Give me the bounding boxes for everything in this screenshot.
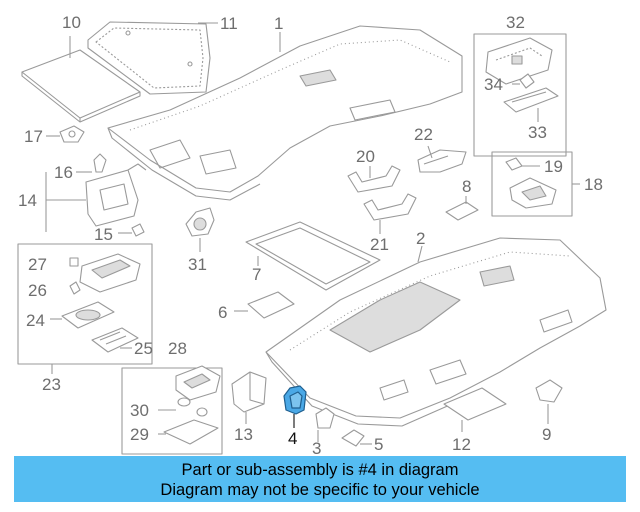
part-12-panel <box>443 387 507 421</box>
part-19-bulb <box>505 157 523 171</box>
part-25-switch <box>91 327 139 353</box>
part-32-console <box>485 37 553 85</box>
part-14-sun-visor <box>85 163 147 227</box>
callout-20: 20 <box>356 147 375 166</box>
callout-14: 14 <box>18 191 37 210</box>
callout-23: 23 <box>42 375 61 394</box>
callout-7: 7 <box>252 265 261 284</box>
part-3-clip <box>315 407 335 429</box>
callout-1: 1 <box>274 14 283 33</box>
callout-24: 24 <box>26 311 45 330</box>
banner-line-2: Diagram may not be specific to your vehi… <box>160 481 480 499</box>
part-5-clip <box>341 429 365 447</box>
part-6-pad <box>247 291 295 319</box>
leader-22 <box>427 145 433 159</box>
callout-29: 29 <box>130 425 149 444</box>
callout-30: 30 <box>130 401 149 420</box>
callout-15: 15 <box>94 225 113 244</box>
info-banner: Part or sub-assembly is #4 in diagram Di… <box>14 456 626 502</box>
callout-2: 2 <box>416 229 425 248</box>
banner-line-1: Part or sub-assembly is #4 in diagram <box>181 461 459 479</box>
part-16-clip <box>93 153 107 173</box>
callout-22: 22 <box>414 125 433 144</box>
part-4-highlighted-bracket[interactable] <box>283 385 307 415</box>
part-26-clip <box>69 281 81 295</box>
callout-13: 13 <box>234 425 253 444</box>
part-17-clip <box>59 125 85 143</box>
callout-27: 27 <box>28 255 47 274</box>
part-28-lamp <box>175 365 221 401</box>
callout-32: 32 <box>506 13 525 32</box>
callout-33: 33 <box>528 123 547 142</box>
part-33-cover <box>503 87 559 113</box>
callout-19: 19 <box>544 157 563 176</box>
part-11-panel <box>87 21 211 95</box>
part-29-lens <box>163 419 219 445</box>
part-15-hook <box>131 223 145 237</box>
group-box-28 <box>121 367 223 455</box>
group-box-32 <box>473 33 567 157</box>
part-9-bracket <box>535 379 563 403</box>
part-18-lamp <box>509 177 557 209</box>
part-10-panel <box>21 49 141 123</box>
part-13-bracket <box>231 371 267 413</box>
callout-21: 21 <box>370 235 389 254</box>
part-30-bulb <box>177 397 208 417</box>
callout-9: 9 <box>542 425 551 444</box>
leader-14 <box>45 172 86 232</box>
part-20-handle <box>347 165 401 193</box>
callout-11: 11 <box>220 14 238 33</box>
callout-4[interactable]: 4 <box>288 429 297 448</box>
part-22-bracket <box>417 149 467 173</box>
callout-31: 31 <box>188 255 207 274</box>
leader-2 <box>417 245 423 263</box>
callout-34: 34 <box>484 75 503 94</box>
part-34-clip <box>519 73 535 89</box>
group-box-23 <box>17 243 153 365</box>
part-24-bezel <box>61 301 115 329</box>
part-2-headliner <box>265 237 607 427</box>
part-7-frame <box>245 221 381 291</box>
callout-18: 18 <box>584 175 603 194</box>
part-1-headliner <box>107 25 463 201</box>
part-27-clip <box>69 257 79 267</box>
part-31-lamp <box>185 207 215 237</box>
callout-5: 5 <box>374 435 383 454</box>
callout-28: 28 <box>168 339 187 358</box>
callout-12: 12 <box>452 435 471 454</box>
parts-diagram: 10 11 1 32 34 33 17 22 16 20 19 18 8 14 … <box>17 13 607 455</box>
callout-16: 16 <box>54 163 73 182</box>
part-21-handle <box>363 193 417 221</box>
callout-10: 10 <box>62 13 81 32</box>
callout-25: 25 <box>134 339 153 358</box>
callout-3: 3 <box>312 439 321 455</box>
callout-17: 17 <box>24 127 43 146</box>
callout-26: 26 <box>28 281 47 300</box>
part-23-console <box>79 253 141 293</box>
callout-6: 6 <box>218 303 227 322</box>
part-8-pad <box>445 201 479 221</box>
callout-8: 8 <box>462 177 471 196</box>
